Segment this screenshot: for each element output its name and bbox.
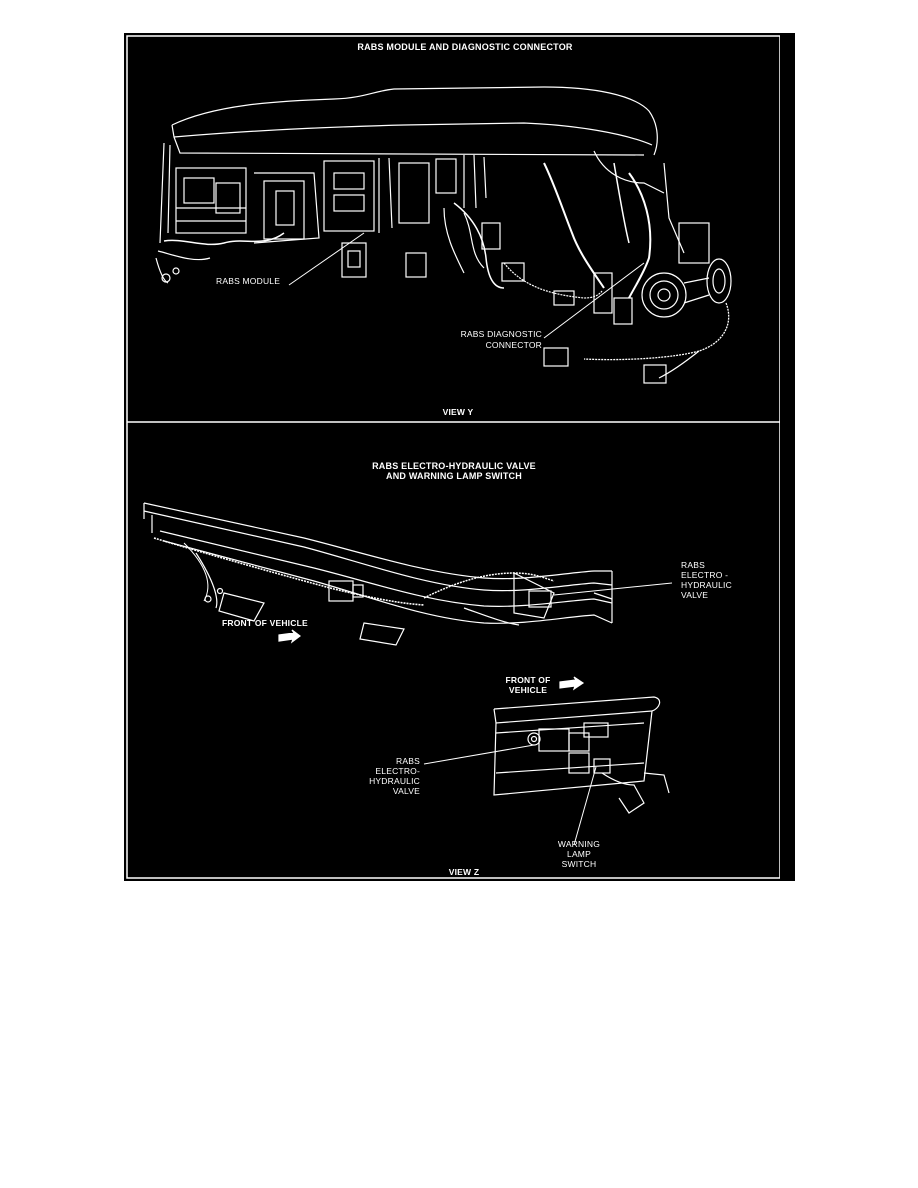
valve-label-right-line1: RABS bbox=[681, 560, 705, 570]
view-y-title: RABS MODULE AND DIAGNOSTIC CONNECTOR bbox=[357, 42, 573, 52]
right-edge-strip bbox=[780, 33, 795, 881]
leader-diagnostic-connector bbox=[543, 262, 645, 339]
warning-lamp-switch-line2: LAMP bbox=[567, 849, 591, 859]
rabs-module-label: RABS MODULE bbox=[216, 276, 281, 286]
view-y-caption: VIEW Y bbox=[442, 407, 474, 417]
valve-label-right-line2: ELECTRO - bbox=[681, 570, 729, 580]
front-arrow-detail bbox=[559, 676, 585, 691]
front-arrow-left bbox=[278, 629, 301, 644]
frame-rail-drawing bbox=[143, 502, 673, 646]
warning-lamp-switch-line1: WARNING bbox=[557, 839, 601, 849]
valve-label-left-line2: ELECTRO- bbox=[375, 766, 420, 776]
diagram-artwork bbox=[126, 33, 795, 881]
valve-label-right-line3: HYDRAULIC bbox=[681, 580, 732, 590]
figure-border bbox=[126, 35, 781, 879]
diagnostic-connector-label-line2: CONNECTOR bbox=[485, 340, 542, 350]
warning-lamp-switch-line3: SWITCH bbox=[561, 859, 597, 869]
diagram-figure: RABS MODULE AND DIAGNOSTIC CONNECTOR RAB… bbox=[124, 33, 795, 881]
view-z-title-line2: AND WARNING LAMP SWITCH bbox=[386, 471, 522, 481]
leader-valve-left bbox=[423, 744, 535, 765]
valve-label-left-line3: HYDRAULIC bbox=[369, 776, 420, 786]
front-of-vehicle-label: FRONT OF VEHICLE bbox=[222, 618, 308, 628]
valve-label-left-line4: VALVE bbox=[392, 786, 420, 796]
leader-warning-switch bbox=[573, 766, 597, 846]
valve-label-left-line1: RABS bbox=[396, 756, 420, 766]
valve-detail-drawing bbox=[423, 676, 670, 846]
valve-label-right-line4: VALVE bbox=[681, 590, 709, 600]
view-z-caption: VIEW Z bbox=[448, 867, 480, 877]
front-of-vehicle-detail-line1: FRONT OF bbox=[505, 675, 551, 685]
instrument-panel-drawing bbox=[155, 86, 732, 384]
leader-valve-right bbox=[553, 582, 673, 596]
leader-rabs-module bbox=[288, 232, 365, 286]
front-of-vehicle-detail-line2: VEHICLE bbox=[508, 685, 548, 695]
diagnostic-connector-label-line1: RABS DIAGNOSTIC bbox=[460, 329, 542, 339]
view-z-title-line1: RABS ELECTRO-HYDRAULIC VALVE bbox=[372, 461, 536, 471]
